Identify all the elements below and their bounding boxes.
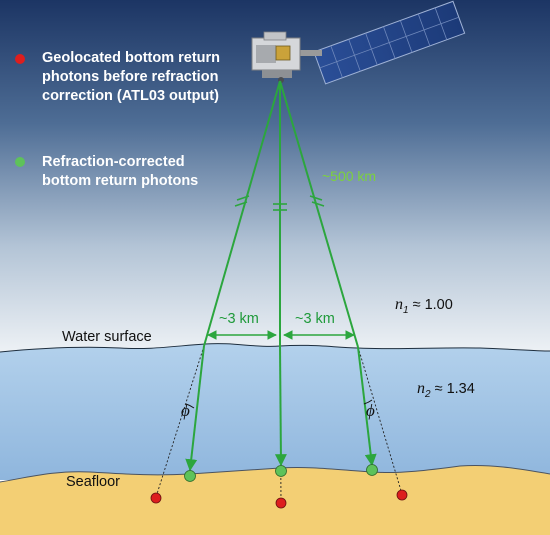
red-photon xyxy=(275,497,287,509)
legend-green-label: Refraction-corrected bottom return photo… xyxy=(42,154,199,189)
green-photon xyxy=(275,465,287,477)
n2-label: n2 ≈ 1.34 xyxy=(417,380,475,400)
altitude-label: ~500 km xyxy=(322,168,377,184)
beam-left-air xyxy=(203,80,281,347)
phi-label-left: ϕ xyxy=(181,401,190,420)
n1-symbol: n xyxy=(395,296,403,313)
legend-red-marker xyxy=(15,54,25,64)
legend-green-marker xyxy=(15,157,25,167)
beam-left-water xyxy=(185,345,205,472)
water-body xyxy=(0,343,550,480)
angle-arc-right xyxy=(363,399,373,405)
n2-value: ≈ 1.34 xyxy=(430,381,475,397)
n2-symbol: n xyxy=(417,380,425,397)
spacing-label-left: ~3 km xyxy=(219,311,259,327)
n2-subscript: 2 xyxy=(425,388,431,400)
n1-subscript: 1 xyxy=(403,304,409,316)
seafloor-sand xyxy=(0,465,550,535)
seafloor-label: Seafloor xyxy=(66,474,121,490)
uncorrected-paths xyxy=(155,345,403,503)
phi-label-right: ϕ xyxy=(366,401,375,420)
beam-break-marks xyxy=(234,195,325,211)
spacing-label-right: ~3 km xyxy=(295,311,335,327)
red-photon xyxy=(150,492,162,504)
green-photon xyxy=(184,470,196,482)
angle-arc-left xyxy=(185,403,195,409)
satellite-icon xyxy=(251,0,466,85)
beam-right-air xyxy=(279,80,359,348)
beam-right-water xyxy=(357,346,377,467)
water-surface-label: Water surface xyxy=(62,329,152,345)
n1-label: n1 ≈ 1.00 xyxy=(395,296,453,316)
solar-panel-icon xyxy=(313,0,466,85)
legend-red-label: Geolocated bottom return photons before … xyxy=(42,50,221,104)
green-photon xyxy=(366,464,378,476)
n1-value: ≈ 1.00 xyxy=(408,297,453,313)
beam-center-water xyxy=(274,345,287,467)
red-photon xyxy=(396,489,408,501)
